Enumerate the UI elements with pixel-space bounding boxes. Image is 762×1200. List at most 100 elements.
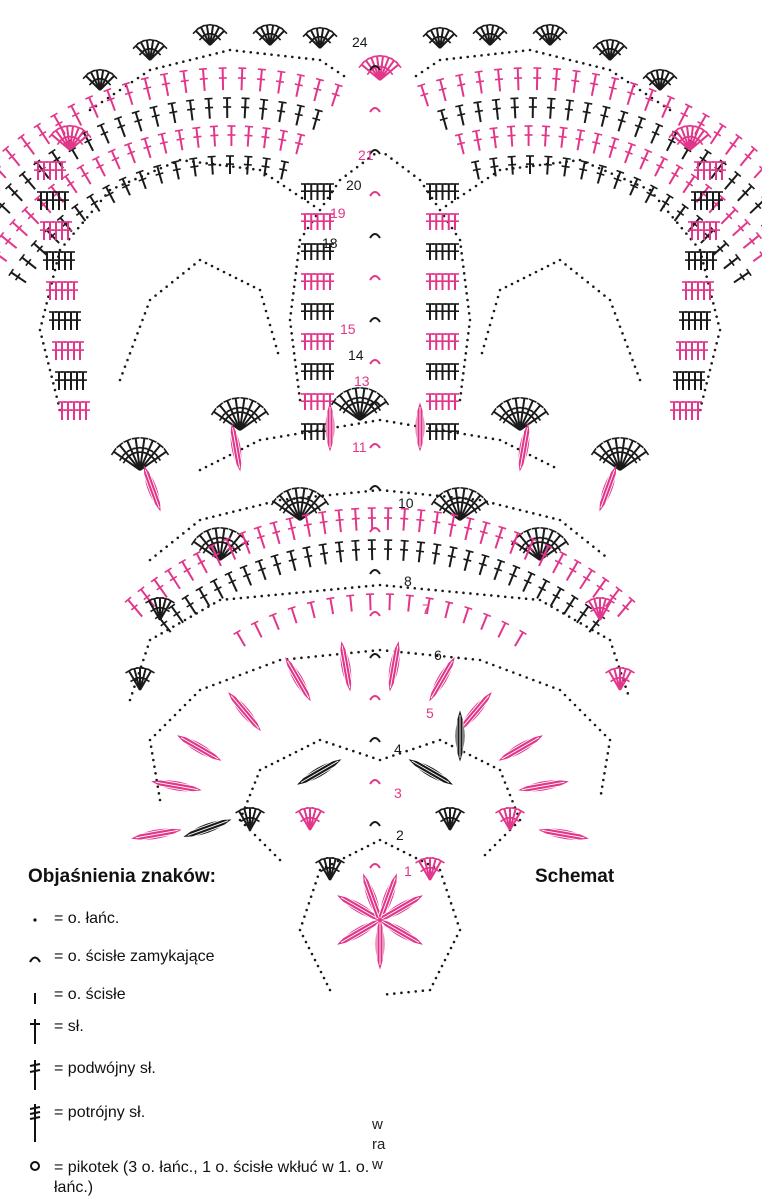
stitch-mark — [118, 444, 141, 471]
stitch-top — [137, 586, 145, 593]
chain-dot — [538, 163, 542, 167]
chain-dot — [512, 671, 515, 674]
cluster-petal — [415, 402, 425, 452]
chain-dot — [322, 202, 326, 206]
stitch-mark — [269, 30, 285, 46]
stitch-bar — [127, 150, 136, 155]
stitch-bar — [242, 572, 251, 578]
chain-dot — [490, 594, 493, 597]
chain-dot — [148, 68, 152, 72]
stitch-mark — [596, 165, 604, 184]
chain-dot — [467, 305, 470, 308]
stitch-top — [620, 436, 629, 440]
stitch-mark — [489, 25, 495, 46]
chain-dot — [123, 365, 127, 368]
stitch-top — [476, 492, 484, 499]
chain-dot — [458, 238, 462, 242]
stitch-mark — [299, 500, 327, 521]
stitch-top — [351, 507, 360, 510]
stitch-mark — [105, 186, 116, 204]
stitch-mark — [149, 45, 165, 61]
stitch-top — [681, 203, 689, 210]
stitch-top — [528, 398, 537, 404]
stitch-top — [156, 442, 164, 449]
stitch-top — [542, 578, 551, 584]
stitch-bar — [257, 567, 266, 572]
chain-dot — [48, 368, 52, 372]
stitch-mark — [319, 33, 335, 49]
chain-dot — [242, 50, 246, 53]
stitch-top — [628, 596, 636, 603]
stitch-mark — [89, 195, 101, 212]
chain-dot — [518, 673, 522, 677]
chain-dot — [364, 490, 368, 493]
stitch-bar — [494, 567, 503, 572]
stitch-mark — [198, 588, 211, 607]
chain-dot — [457, 656, 460, 660]
stitch-mark — [519, 404, 542, 431]
stitch-top — [630, 81, 639, 86]
stitch-top — [118, 176, 127, 182]
stitch-bar — [84, 138, 93, 144]
chain-dot — [463, 432, 467, 436]
stitch-mark — [655, 70, 661, 91]
stitch-bar — [106, 97, 115, 102]
chain-dot — [712, 355, 715, 358]
chain-dot — [165, 164, 169, 167]
chain-dot — [484, 436, 488, 439]
stitch-top — [548, 528, 557, 534]
chain-dot — [253, 595, 257, 599]
chain-dot — [567, 615, 571, 618]
stitch-mark — [225, 538, 237, 560]
chain-dot — [671, 215, 675, 219]
chain-dot — [434, 202, 438, 206]
chain-dot — [157, 792, 161, 795]
legend-item-label: = sł. — [54, 1018, 84, 1035]
chain-dot — [292, 352, 296, 355]
chain-dot — [314, 882, 317, 885]
chain-dot — [185, 159, 188, 163]
stitch-bar — [213, 586, 222, 592]
chain-dot — [148, 298, 152, 302]
chain-dot — [713, 348, 717, 352]
petal-lines — [340, 919, 379, 943]
chain-dot — [168, 718, 172, 722]
stitch-top — [278, 100, 287, 104]
round-number: 11 — [352, 439, 367, 455]
stitch-top — [573, 558, 582, 565]
chain-dot — [53, 268, 57, 272]
stitch-mark — [644, 89, 654, 112]
chain-dot — [558, 518, 562, 522]
stitch-top — [47, 183, 55, 190]
stitch-top — [336, 392, 344, 399]
chain-dot — [43, 348, 47, 352]
chain-dot — [358, 752, 362, 755]
chain-dot — [177, 622, 181, 625]
stitch-mark — [99, 124, 110, 144]
chain-dot — [524, 597, 528, 600]
chain-dot — [274, 593, 277, 597]
stitch-mark — [309, 810, 322, 831]
stitch-mark — [160, 133, 168, 154]
stitch-top — [531, 526, 540, 530]
chain-dot — [378, 418, 382, 422]
stitch-top — [238, 530, 247, 536]
chain-dot — [464, 285, 468, 288]
chain-dot — [510, 282, 514, 286]
stitch-bar — [613, 177, 622, 182]
stitch-bar — [535, 413, 542, 422]
stitch-mark — [519, 410, 547, 431]
stitch-mark — [536, 580, 548, 599]
chain-dot — [501, 51, 504, 55]
chain-dot — [385, 756, 388, 760]
chain-dot — [390, 157, 393, 160]
chain-dot — [613, 312, 617, 315]
stitch-mark — [149, 41, 160, 61]
chain-dot — [138, 325, 142, 328]
chain-dot — [159, 166, 163, 170]
stitch-top — [318, 510, 327, 514]
stitch-top — [114, 115, 123, 121]
stitch-top — [611, 76, 620, 81]
stitch-top — [76, 164, 85, 170]
chain-dot — [503, 595, 507, 599]
